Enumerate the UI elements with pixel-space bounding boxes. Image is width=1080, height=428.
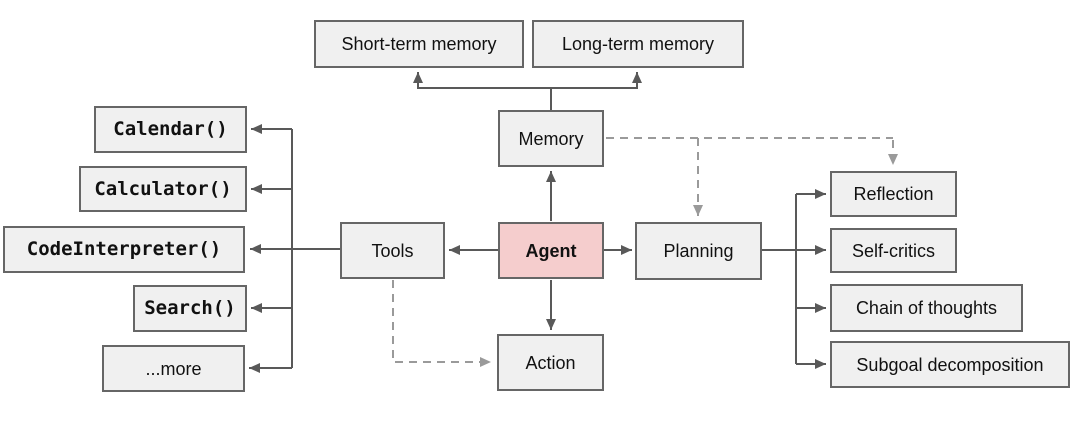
node-calculator: Calculator()	[79, 166, 247, 212]
node-short-term-memory: Short-term memory	[314, 20, 524, 68]
edge-tools-dashed-to-action	[392, 280, 491, 367]
node-long-term-memory: Long-term memory	[532, 20, 744, 68]
node-action: Action	[497, 334, 604, 391]
node-chain-of-thoughts: Chain of thoughts	[830, 284, 1023, 332]
node-memory: Memory	[498, 110, 604, 167]
node-planning: Planning	[635, 222, 762, 280]
node-code-interpreter: CodeInterpreter()	[3, 226, 245, 273]
node-calendar: Calendar()	[94, 106, 247, 153]
node-more: ...more	[102, 345, 245, 392]
node-reflection: Reflection	[830, 171, 957, 217]
node-self-critics: Self-critics	[830, 228, 957, 273]
node-search: Search()	[133, 285, 247, 332]
node-subgoal-decomposition: Subgoal decomposition	[830, 341, 1070, 388]
node-agent: Agent	[498, 222, 604, 279]
node-tools: Tools	[340, 222, 445, 279]
